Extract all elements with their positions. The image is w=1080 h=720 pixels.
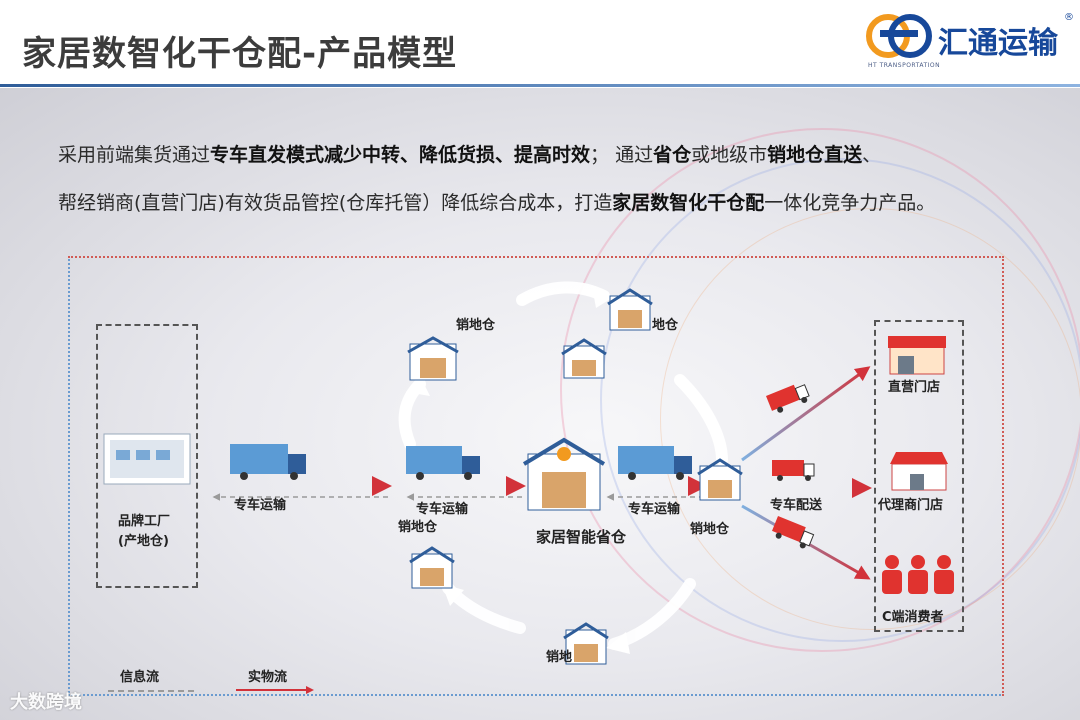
intro-segment: 家居数智化干仓配 bbox=[612, 192, 765, 214]
delivery-label: 专车配送 bbox=[770, 498, 823, 513]
local-warehouse-label-top-right: 地仓 bbox=[652, 318, 679, 333]
endpoint-box bbox=[874, 320, 964, 632]
intro-segment: 、 bbox=[862, 144, 882, 166]
logo-registered-mark: ® bbox=[1064, 12, 1074, 23]
intro-line-1: 采用前端集货通过专车直发模式减少中转、降低货损、提高时效； 通过省仓或地级市销地… bbox=[58, 140, 881, 167]
legend-info-flow-line bbox=[108, 690, 194, 692]
intro-segment: ； 通过 bbox=[590, 144, 654, 166]
title-divider bbox=[0, 84, 1080, 87]
factory-sublabel: (产地仓) bbox=[118, 534, 169, 549]
intro-segment: 帮经销商(直营门店)有效货品管控(仓库托管）降低综合成本，打造 bbox=[58, 192, 613, 214]
factory-label: 品牌工厂 bbox=[118, 514, 171, 529]
diagram-frame bbox=[68, 256, 1004, 696]
local-warehouse-label-left: 销地仓 bbox=[398, 520, 438, 535]
legend-info-flow-label: 信息流 bbox=[120, 670, 160, 685]
direct-store-label: 直营门店 bbox=[888, 380, 941, 395]
intro-line-2: 帮经销商(直营门店)有效货品管控(仓库托管）降低综合成本，打造家居数智化干仓配一… bbox=[58, 188, 935, 215]
agent-store-label: 代理商门店 bbox=[878, 498, 944, 513]
intro-segment: 采用前端集货通过 bbox=[58, 144, 211, 166]
logo-subtitle: HT TRANSPORTATION bbox=[868, 62, 941, 69]
local-warehouse-label-right: 销地仓 bbox=[690, 522, 730, 537]
factory-box bbox=[96, 324, 198, 588]
local-warehouse-label-bottom: 销地 bbox=[546, 650, 573, 665]
watermark-text: 大数跨境 bbox=[10, 692, 82, 713]
intro-segment: 专车直发模式减少中转、降低货损、提高时效 bbox=[210, 144, 591, 166]
page-title: 家居数智化干仓配-产品模型 bbox=[22, 34, 458, 74]
intro-segment: 销地仓直送 bbox=[767, 144, 863, 166]
ht-logo-icon bbox=[866, 14, 932, 58]
legend-physical-flow-arrow bbox=[236, 686, 314, 694]
company-logo: 汇通运输 HT TRANSPORTATION ® bbox=[866, 10, 1076, 72]
consumer-label: C端消费者 bbox=[882, 610, 944, 625]
logo-name: 汇通运输 bbox=[938, 26, 1058, 61]
transport-label-1: 专车运输 bbox=[234, 498, 287, 513]
intro-segment: 或地级市 bbox=[691, 144, 768, 166]
legend-physical-flow-label: 实物流 bbox=[248, 670, 288, 685]
intro-segment: 省仓 bbox=[653, 144, 692, 166]
transport-label-2: 专车运输 bbox=[416, 502, 469, 517]
intro-segment: 一体化竞争力产品。 bbox=[764, 192, 936, 214]
local-warehouse-label-top: 销地仓 bbox=[456, 318, 496, 333]
transport-label-3: 专车运输 bbox=[628, 502, 681, 517]
hub-label: 家居智能省仓 bbox=[536, 528, 627, 546]
